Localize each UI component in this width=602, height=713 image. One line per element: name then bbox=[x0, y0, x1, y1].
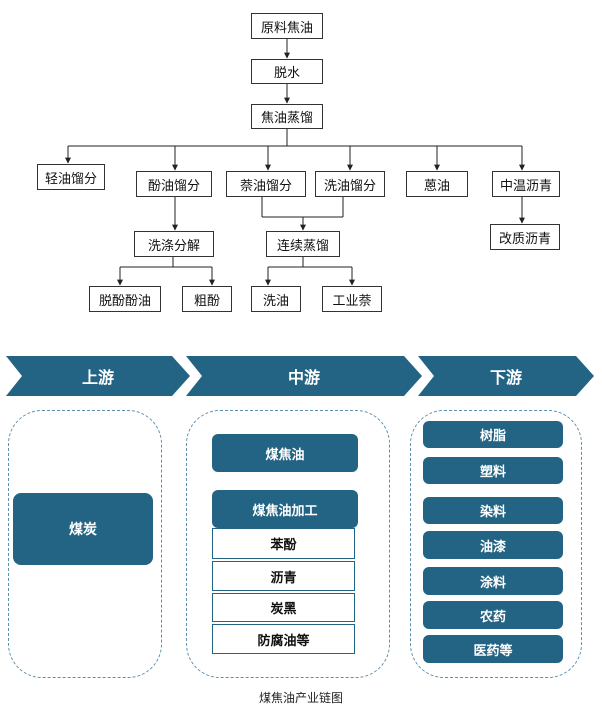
upstream-panel bbox=[8, 410, 162, 678]
modified-pitch-box: 改质沥青 bbox=[490, 224, 560, 250]
downstream-label: 下游 bbox=[489, 368, 522, 387]
dephenol-oil-box: 脱酚酚油 bbox=[89, 286, 161, 312]
tar-distillation-box: 焦油蒸馏 bbox=[251, 104, 323, 129]
dehydrate-box: 脱水 bbox=[251, 59, 323, 84]
anthracene-oil-box: 蒽油 bbox=[406, 171, 468, 197]
product-phenol: 苯酚 bbox=[212, 528, 355, 559]
continuous-distillation-box: 连续蒸馏 bbox=[266, 231, 340, 257]
flow-connectors bbox=[65, 38, 525, 286]
light-oil-fraction-box: 轻油馏分 bbox=[37, 164, 105, 190]
crude-phenol-box: 粗酚 bbox=[182, 286, 232, 312]
wash-oil-box: 洗油 bbox=[251, 286, 301, 312]
phenol-oil-fraction-box: 酚油馏分 bbox=[136, 171, 212, 197]
downstream-resin: 树脂 bbox=[423, 421, 563, 448]
product-creosote: 防腐油等 bbox=[212, 624, 355, 654]
downstream-medicine: 医药等 bbox=[423, 635, 563, 663]
downstream-panel bbox=[410, 410, 582, 678]
wash-oil-fraction-box: 洗油馏分 bbox=[315, 171, 385, 197]
downstream-paint: 油漆 bbox=[423, 531, 563, 559]
figure-caption: 煤焦油产业链图 bbox=[258, 691, 343, 705]
downstream-dye: 染料 bbox=[423, 497, 563, 524]
downstream-pesticide: 农药 bbox=[423, 601, 563, 629]
upstream-chevron-shape bbox=[6, 356, 190, 396]
coal-tar-processing-tile: 煤焦油加工 bbox=[212, 490, 358, 528]
downstream-chevron-shape bbox=[418, 356, 594, 396]
downstream-coating: 涂料 bbox=[423, 567, 563, 595]
upstream-label: 上游 bbox=[81, 368, 114, 387]
raw-tar-box: 原料焦油 bbox=[251, 13, 323, 39]
industrial-naphthalene-box: 工业萘 bbox=[322, 286, 382, 312]
midstream-panel bbox=[186, 410, 390, 678]
medium-pitch-box: 中温沥青 bbox=[492, 171, 560, 197]
product-pitch: 沥青 bbox=[212, 561, 355, 591]
naphthalene-oil-fraction-box: 萘油馏分 bbox=[226, 171, 306, 197]
coal-tar-tile: 煤焦油 bbox=[212, 434, 358, 472]
coal-tile: 煤炭 bbox=[13, 493, 153, 565]
product-carbon-black: 炭黑 bbox=[212, 593, 355, 622]
midstream-label: 中游 bbox=[287, 368, 320, 387]
downstream-plastic: 塑料 bbox=[423, 457, 563, 484]
chevron-bar bbox=[6, 356, 594, 396]
midstream-chevron-shape bbox=[186, 356, 422, 396]
wash-decompose-box: 洗涤分解 bbox=[134, 231, 214, 257]
